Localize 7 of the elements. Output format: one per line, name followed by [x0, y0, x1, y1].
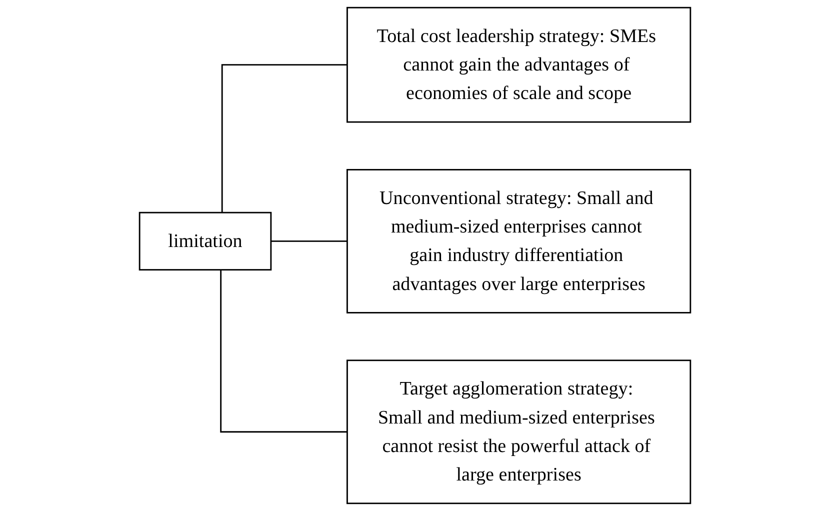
connector: [270, 240, 348, 242]
connector: [221, 64, 348, 213]
node-box: Total cost leadership strategy: SMEs cannot gain the advantages of economies of scale and scope: [346, 6, 692, 123]
node-box: Target agglomeration strategy: Small and medium-sized enterprises cannot resist the powerful attack of large enterprises: [346, 360, 692, 504]
node-box: limitation: [138, 212, 272, 271]
node-box: Unconventional strategy: Small and medium-sized enterprises cannot gain industry differentiation advantages over large enterprises: [346, 168, 692, 314]
connector: [220, 270, 348, 433]
